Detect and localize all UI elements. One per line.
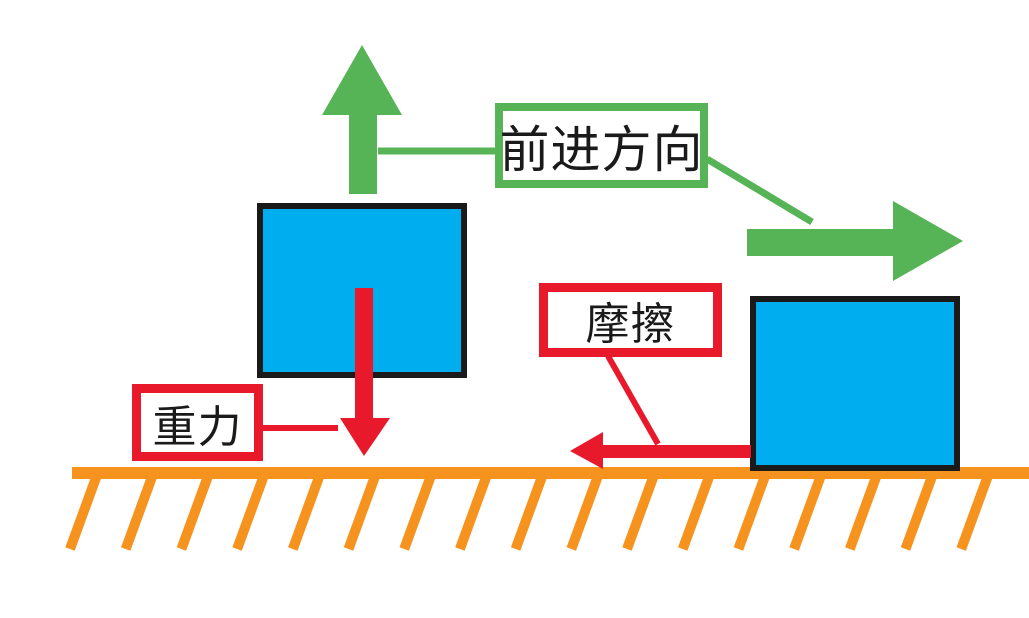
- friction-label-text: 摩擦: [585, 299, 676, 350]
- up-motion-arrow-icon: [322, 45, 402, 194]
- friction-label-connector: [605, 354, 661, 446]
- sliding-block: [750, 296, 960, 471]
- forward-label-connector-to-right-arrow: [705, 155, 814, 226]
- gravity-arrow-icon: [340, 288, 390, 456]
- gravity-label: 重力: [132, 384, 263, 461]
- friction-label: 摩擦: [539, 283, 722, 357]
- forward-direction-label-text: 前进方向: [499, 120, 704, 179]
- friction-arrow-icon: [570, 432, 751, 469]
- gravity-label-text: 重力: [152, 401, 243, 453]
- forward-direction-label: 前进方向: [495, 103, 708, 188]
- right-motion-arrow-icon: [747, 201, 963, 281]
